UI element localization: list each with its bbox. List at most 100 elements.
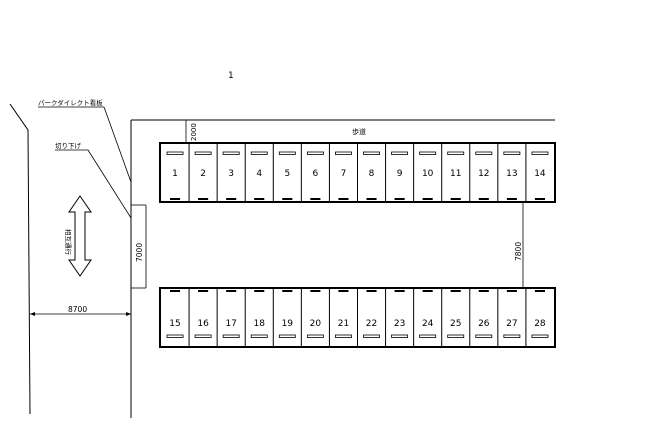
page-number: 1 — [228, 71, 234, 81]
wheel-stop — [306, 334, 324, 338]
aisle-left-dim: 7000 — [135, 243, 144, 262]
wheel-stop — [447, 151, 465, 155]
lock-plate — [394, 290, 405, 292]
stall-number: 5 — [284, 169, 290, 179]
wheel-stop — [335, 151, 352, 155]
wheel-stop — [447, 334, 465, 338]
wheel-stop — [166, 151, 184, 155]
wheel-stop — [391, 151, 409, 155]
parking-stall: 18 — [244, 289, 268, 346]
parking-stall: 10 — [413, 144, 437, 201]
road-width-arrow-left — [30, 312, 35, 316]
stall-number: 3 — [228, 169, 234, 179]
parking-stall: 24 — [413, 289, 437, 346]
lock-plate — [282, 290, 293, 292]
lock-plate — [366, 290, 377, 292]
road-edge-line — [9, 103, 31, 415]
lock-plate — [282, 198, 293, 200]
lock-plate — [198, 198, 209, 200]
parking-stall: 2 — [188, 144, 212, 201]
parking-stall: 4 — [244, 144, 268, 201]
lock-plate — [422, 198, 433, 200]
lock-plate — [310, 290, 321, 292]
wheel-stop — [278, 151, 296, 155]
parking-stall: 5 — [272, 144, 296, 201]
wheel-stop — [222, 334, 240, 338]
lock-plate — [478, 290, 489, 292]
wheel-stop — [363, 334, 380, 338]
stall-number: 16 — [197, 319, 209, 329]
top-parking-row — [159, 142, 556, 203]
wheel-stop — [194, 334, 212, 338]
parking-stall: 22 — [356, 289, 380, 346]
lock-plate — [422, 290, 433, 292]
wheel-stop — [503, 334, 521, 338]
sign-label: パークダイレクト看板 — [38, 98, 103, 107]
stall-number: 26 — [478, 319, 490, 329]
parking-stall: 11 — [441, 144, 465, 201]
parking-stall: 27 — [497, 289, 521, 346]
stall-number: 7 — [341, 169, 347, 179]
parking-stall: 21 — [328, 289, 352, 346]
stall-number: 25 — [450, 319, 461, 329]
lock-plate — [366, 198, 377, 200]
stall-number: 12 — [478, 169, 489, 179]
stall-number: 10 — [422, 169, 434, 179]
road-width-arrow-right — [126, 312, 131, 316]
parking-stall: 20 — [300, 289, 324, 346]
stall-number: 21 — [338, 319, 349, 329]
parking-stall: 23 — [385, 289, 409, 346]
parking-stall: 26 — [469, 289, 493, 346]
lock-plate — [170, 290, 181, 292]
stall-number: 4 — [256, 169, 262, 179]
wheel-stop — [503, 151, 521, 155]
stall-number: 20 — [310, 319, 322, 329]
lock-plate — [506, 290, 517, 292]
lock-plate — [310, 198, 321, 200]
curb-cut-label: 切り下げ — [55, 141, 82, 150]
sign-leader-line — [103, 106, 132, 183]
lock-plate — [170, 198, 181, 200]
parking-stall: 8 — [356, 144, 380, 201]
wheel-stop — [250, 334, 268, 338]
wheel-stop — [194, 151, 212, 155]
wheel-stop — [222, 151, 240, 155]
stall-number: 27 — [506, 319, 517, 329]
parking-stall: 15 — [166, 290, 184, 338]
two-way-traffic-arrow — [68, 195, 92, 277]
stall-number: 13 — [506, 169, 517, 179]
lock-plate — [338, 290, 349, 292]
road-width-dim: 8700 — [68, 305, 87, 314]
parking-stall: 9 — [385, 144, 409, 201]
stall-number: 9 — [397, 169, 403, 179]
stall-number: 6 — [313, 169, 319, 179]
stall-number: 2 — [200, 169, 206, 179]
two-way-label: 相互通行 — [64, 229, 73, 256]
wheel-stop — [306, 151, 324, 155]
stall-number: 17 — [225, 319, 236, 329]
parking-stall: 19 — [272, 289, 296, 346]
lock-plate — [338, 198, 349, 200]
wheel-stop — [475, 151, 493, 155]
parking-stall: 12 — [469, 144, 493, 201]
parking-stall: 3 — [216, 144, 240, 201]
stall-number: 19 — [282, 319, 294, 329]
lock-plate — [506, 198, 517, 200]
stall-number: 8 — [369, 169, 375, 179]
wheel-stop — [166, 334, 184, 338]
parking-stall: 25 — [441, 289, 465, 346]
lock-plate — [254, 198, 265, 200]
lock-plate — [226, 198, 237, 200]
wheel-stop — [531, 151, 549, 155]
wheel-stop — [531, 334, 549, 338]
parking-stall: 28 — [525, 289, 549, 346]
wheel-stop — [250, 151, 268, 155]
curb-cut-leader-line — [87, 149, 132, 219]
lock-plate — [198, 290, 209, 292]
stall-number: 18 — [254, 319, 266, 329]
stall-number: 28 — [534, 319, 546, 329]
lock-plate — [226, 290, 237, 292]
